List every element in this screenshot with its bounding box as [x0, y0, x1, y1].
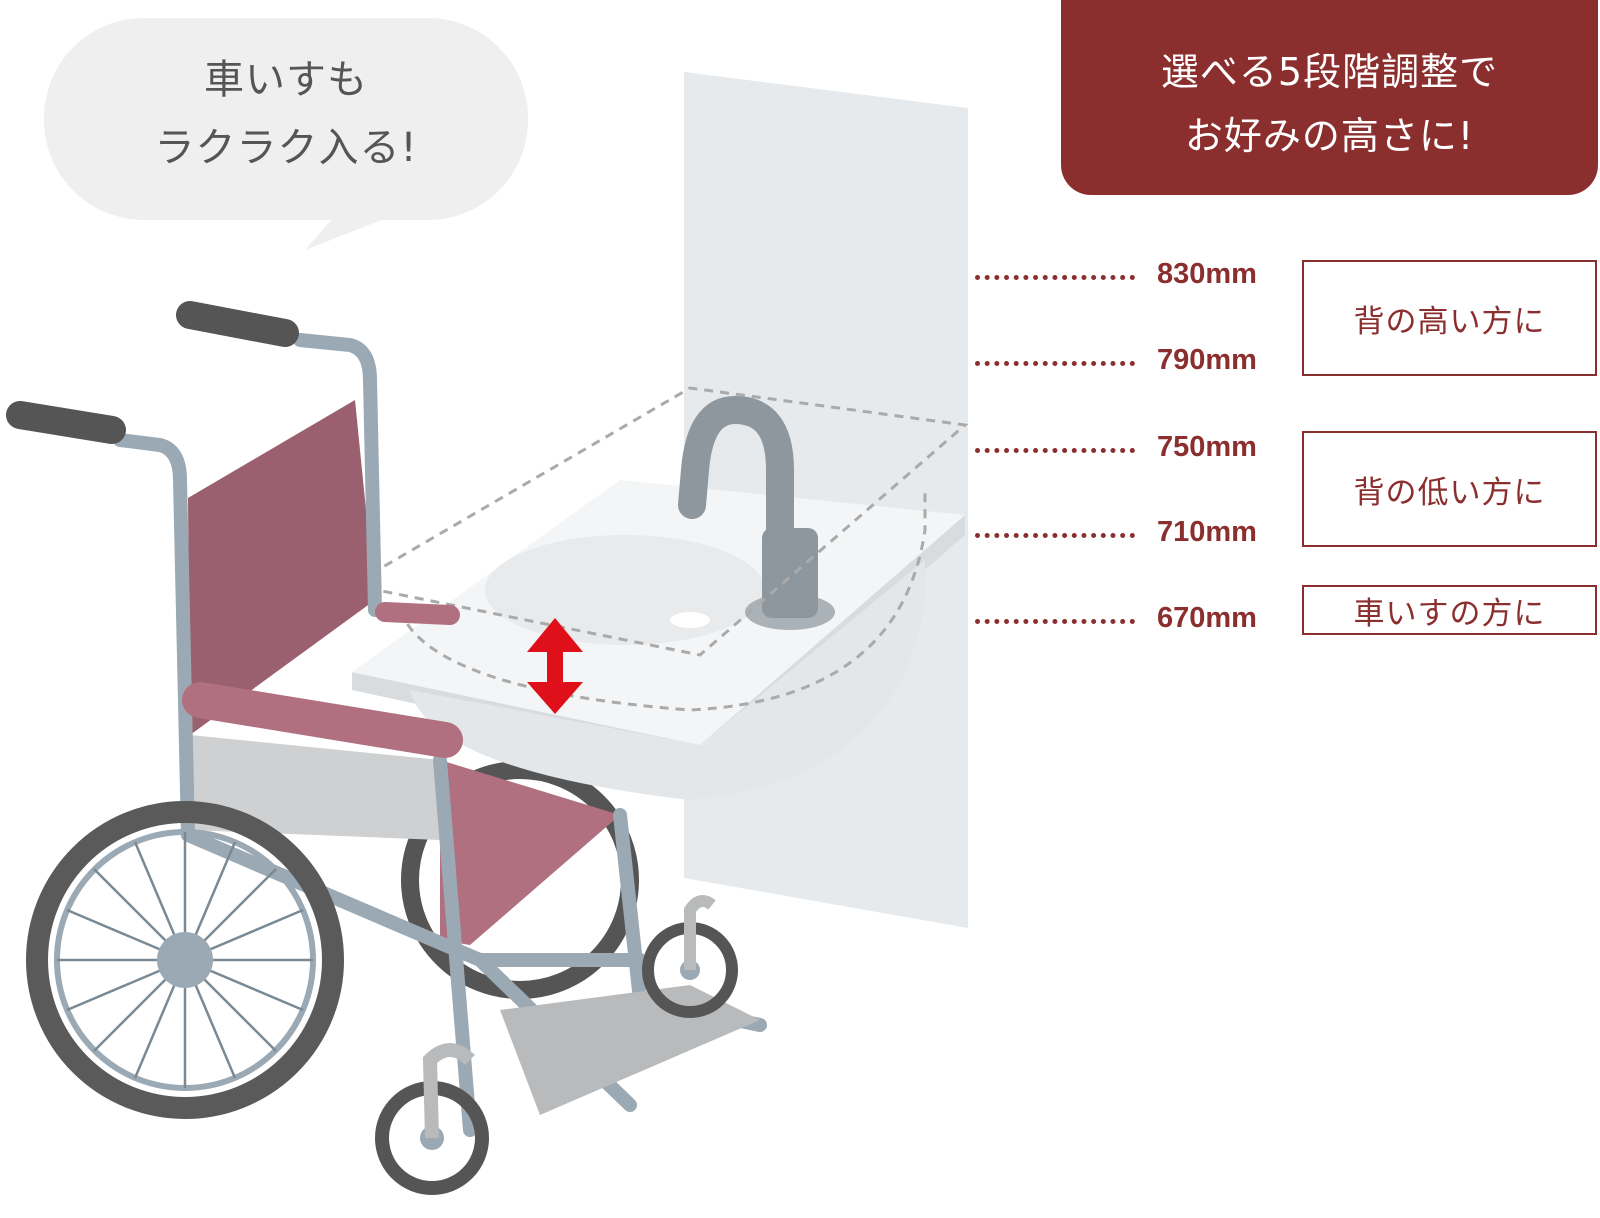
height-label: 830mm: [1157, 257, 1257, 290]
banner-line2: お好みの高さに!: [1184, 114, 1475, 158]
height-marker: 790mm: [975, 340, 1285, 380]
height-marker: 750mm: [975, 427, 1285, 467]
adjustment-banner-text: 選べる5段階調整で お好みの高さに!: [1061, 40, 1598, 168]
wheelchair: [6, 301, 767, 1195]
front-caster-far: [642, 895, 738, 1018]
dotted-leader: [975, 532, 1135, 538]
dotted-leader: [975, 274, 1135, 280]
faucet: [678, 395, 835, 630]
range-wheelchair-label: 車いすの方に: [1353, 595, 1546, 632]
wheelchair-armrest-far: [375, 602, 460, 625]
dotted-leader: [975, 618, 1135, 624]
height-label: 790mm: [1157, 343, 1257, 376]
wheelchair-seat: [440, 760, 620, 945]
wheelchair-backrest: [188, 400, 375, 735]
range-tall: 背の高い方に: [1302, 260, 1597, 376]
banner-line1: 選べる5段階調整で: [1160, 50, 1499, 94]
range-tall-label: 背の高い方に: [1353, 303, 1546, 340]
height-label: 670mm: [1157, 601, 1257, 634]
height-marker: 670mm: [975, 598, 1285, 638]
speech-bubble: [44, 18, 528, 220]
speech-bubble-line1: 車いすも: [204, 57, 368, 103]
adjustment-outlines: [347, 386, 969, 712]
height-marker: 830mm: [975, 254, 1285, 294]
height-arrow: [527, 618, 583, 714]
wheelchair-seat-side: [190, 735, 440, 840]
front-caster-near: [375, 1043, 489, 1195]
wheelchair-armrest-near: [182, 682, 463, 758]
range-wheelchair: 車いすの方に: [1302, 585, 1597, 635]
adjustment-banner: [1061, 0, 1598, 195]
dotted-leader: [975, 360, 1135, 366]
range-short: 背の低い方に: [1302, 431, 1597, 547]
height-label: 750mm: [1157, 430, 1257, 463]
height-label: 710mm: [1157, 515, 1257, 548]
speech-bubble-text: 車いすも ラクラク入る!: [44, 46, 528, 182]
speech-bubble-line2: ラクラク入る!: [154, 125, 418, 171]
height-marker: 710mm: [975, 512, 1285, 552]
rear-wheel-near: [26, 801, 344, 1119]
dotted-leader: [975, 447, 1135, 453]
range-short-label: 背の低い方に: [1353, 474, 1546, 511]
